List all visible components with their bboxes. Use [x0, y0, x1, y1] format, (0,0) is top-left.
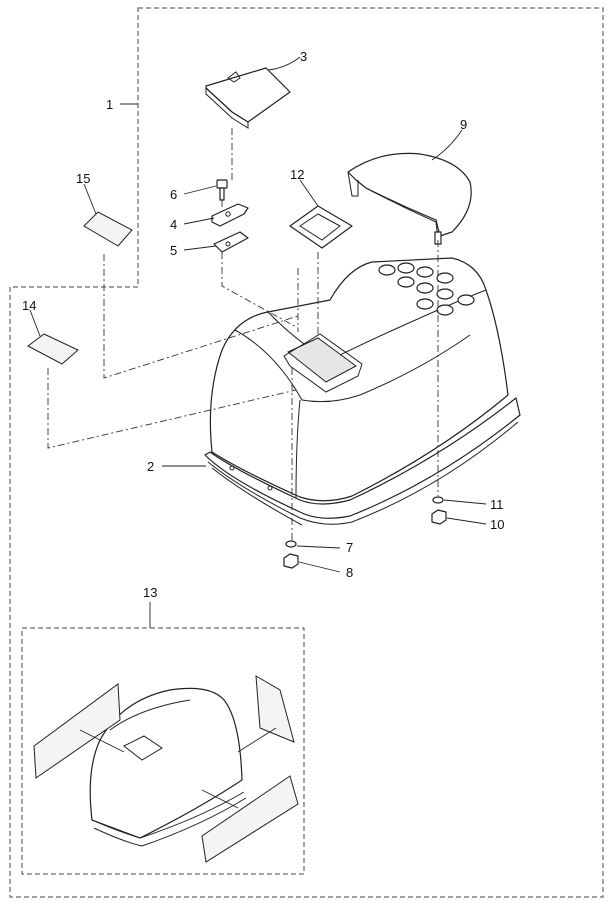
callout-15: 15 [76, 171, 90, 186]
decal-14 [27, 333, 79, 365]
callout-2: 2 [147, 459, 154, 474]
callout-9: 9 [460, 117, 467, 132]
bracket-plate [213, 231, 249, 253]
callout-1: 1 [106, 97, 113, 112]
decal-kit-13-boundary [21, 627, 305, 875]
callout-7: 7 [346, 540, 353, 555]
washer-7 [285, 540, 297, 548]
callout-4: 4 [170, 217, 177, 232]
callout-6: 6 [170, 187, 177, 202]
top-cowling [204, 257, 521, 526]
assembly-1-boundary [9, 7, 604, 898]
callout-13: 13 [143, 585, 157, 600]
decal-kit-illustration [33, 675, 299, 863]
nut-8 [283, 553, 299, 569]
upper-cover [347, 152, 472, 245]
callout-11: 11 [490, 497, 504, 512]
callout-8: 8 [346, 565, 353, 580]
latch [211, 203, 249, 227]
decal-15 [83, 211, 133, 247]
assembly-lines [47, 128, 439, 540]
cover-plate [205, 67, 291, 129]
grommet [289, 205, 353, 249]
callout-14: 14 [22, 298, 36, 313]
bolt [216, 179, 228, 201]
washer-11 [432, 496, 444, 504]
callout-12: 12 [290, 167, 304, 182]
callout-5: 5 [170, 243, 177, 258]
callout-3: 3 [300, 49, 307, 64]
callout-10: 10 [490, 517, 504, 532]
nut-10 [431, 509, 447, 525]
leader-lines [29, 56, 487, 628]
